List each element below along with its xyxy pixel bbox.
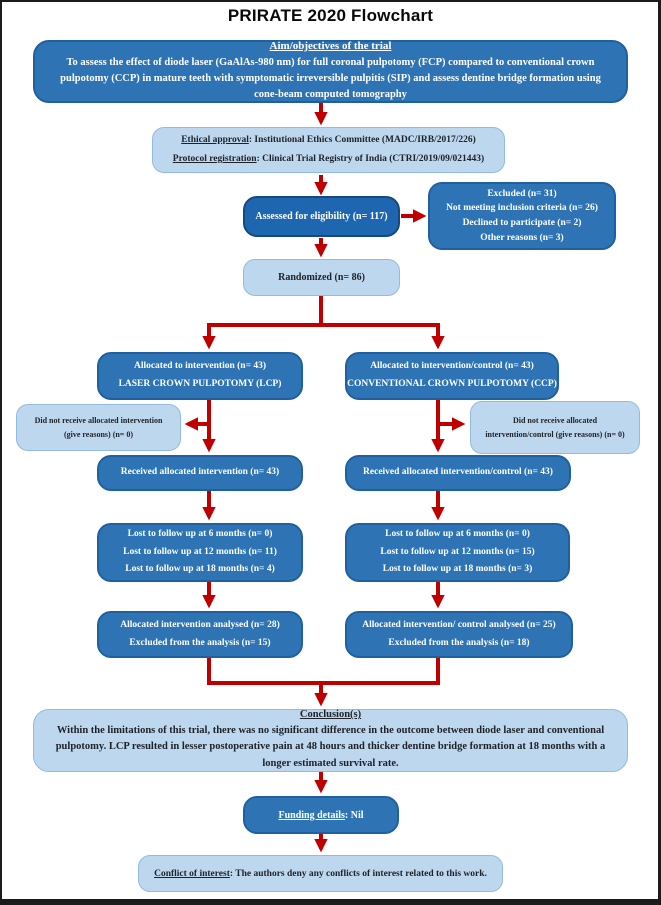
excluded-box: Excluded (n= 31) Not meeting inclusion c… [428,182,616,250]
funding-label: Funding details [278,809,345,821]
allocated-right-line: Allocated to intervention/control (n= 43… [370,361,534,372]
lost-right-line: Lost to follow up at 12 months (n= 15) [380,546,535,557]
did-not-receive-control-box: Did not receive allocated intervention/c… [470,401,640,454]
allocated-left-line: Allocated to intervention (n= 43) [133,361,267,372]
lost-right-line: Lost to follow up at 18 months (n= 3) [382,564,533,575]
ethics-approval-label: Ethical approval [181,135,249,146]
allocated-control-box: Allocated to intervention/control (n= 43… [345,352,559,400]
aim-heading: Aim/objectives of the trial [269,39,392,52]
received-control-box: Received allocated intervention/control … [345,455,571,491]
excluded-line: Not meeting inclusion criteria (n= 26) [446,203,598,214]
ethics-box: Ethical approval: Institutional Ethics C… [152,127,505,173]
conclusion-box: Conclusion(s) Within the limitations of … [33,709,628,772]
assessed-text: Assessed for eligibility (n= 117) [255,211,388,222]
page-title: PRIRATE 2020 Flowchart [227,6,434,25]
conclusion-body: Within the limitations of this trial, th… [55,725,606,769]
protocol-registration-label: Protocol registration [172,154,257,164]
conflict-label: Conflict of interest [154,868,230,879]
conflict-value: : The authors deny any conflicts of inte… [229,868,487,879]
conflict-text: Conflict of interest: The authors deny a… [154,869,487,879]
ethics-approval-text: : Institutional Ethics Committee (MADC/I… [248,135,476,146]
allocated-intervention-box: Allocated to intervention (n= 43) LASER … [97,352,303,400]
received-left-text: Received allocated intervention (n= 43) [120,467,280,478]
analysed-control-box: Allocated intervention/ control analysed… [345,611,573,658]
lost-right-line: Lost to follow up at 6 months (n= 0) [385,529,530,540]
funding-value: : Nil [344,809,364,821]
excluded-line: Other reasons (n= 3) [480,232,564,243]
did-not-receive-intervention-box: Did not receive allocated intervention (… [16,404,181,451]
analysed-intervention-box: Allocated intervention analysed (n= 28) … [97,611,303,658]
analysed-right-line: Excluded from the analysis (n= 18) [388,637,530,648]
ethics-line-2: Protocol registration: Clinical Trial Re… [173,150,484,169]
conclusion-heading: Conclusion(s) [299,709,362,721]
allocated-left-line: LASER CROWN PULPOTOMY (LCP) [118,379,282,389]
received-intervention-box: Received allocated intervention (n= 43) [97,455,303,491]
lost-left-line: Lost to follow up at 18 months (n= 4) [125,564,275,575]
analysed-right-line: Allocated intervention/ control analysed… [362,619,556,630]
assessed-box: Assessed for eligibility (n= 117) [243,196,400,237]
randomized-box: Randomized (n= 86) [243,259,400,296]
analysed-left-line: Excluded from the analysis (n= 15) [129,637,271,648]
lost-left-line: Lost to follow up at 12 months (n= 11) [123,546,277,557]
analysed-left-line: Allocated intervention analysed (n= 28) [120,619,280,630]
aim-box: Aim/objectives of the trial To assess th… [33,40,628,103]
dnr-right-line: Did not receive allocated [512,416,598,426]
excluded-line: Excluded (n= 31) [487,188,557,199]
lost-left-line: Lost to follow up at 6 months (n= 0) [127,529,273,540]
allocated-right-line: CONVENTIONAL CROWN PULPOTOMY (CCP) [347,379,557,389]
conflict-of-interest-box: Conflict of interest: The authors deny a… [138,855,503,892]
funding-text: Funding details: Nil [278,810,363,821]
excluded-line: Declined to participate (n= 2) [462,218,582,228]
aim-body: To assess the effect of diode laser (GaA… [60,56,601,101]
ethics-line-1: Ethical approval: Institutional Ethics C… [181,131,476,150]
randomized-text: Randomized (n= 86) [278,272,365,283]
lost-followup-control-box: Lost to follow up at 6 months (n= 0) Los… [345,523,570,582]
dnr-right-line: intervention/control (give reasons) (n= … [485,429,625,439]
lost-followup-intervention-box: Lost to follow up at 6 months (n= 0) Los… [97,523,303,582]
funding-box: Funding details: Nil [243,796,399,834]
protocol-registration-text: : Clinical Trial Registry of India (CTRI… [256,154,485,164]
dnr-left-line: (give reasons) (n= 0) [63,429,134,439]
dnr-left-line: Did not receive allocated intervention [34,416,163,426]
received-right-text: Received allocated intervention/control … [363,467,553,478]
